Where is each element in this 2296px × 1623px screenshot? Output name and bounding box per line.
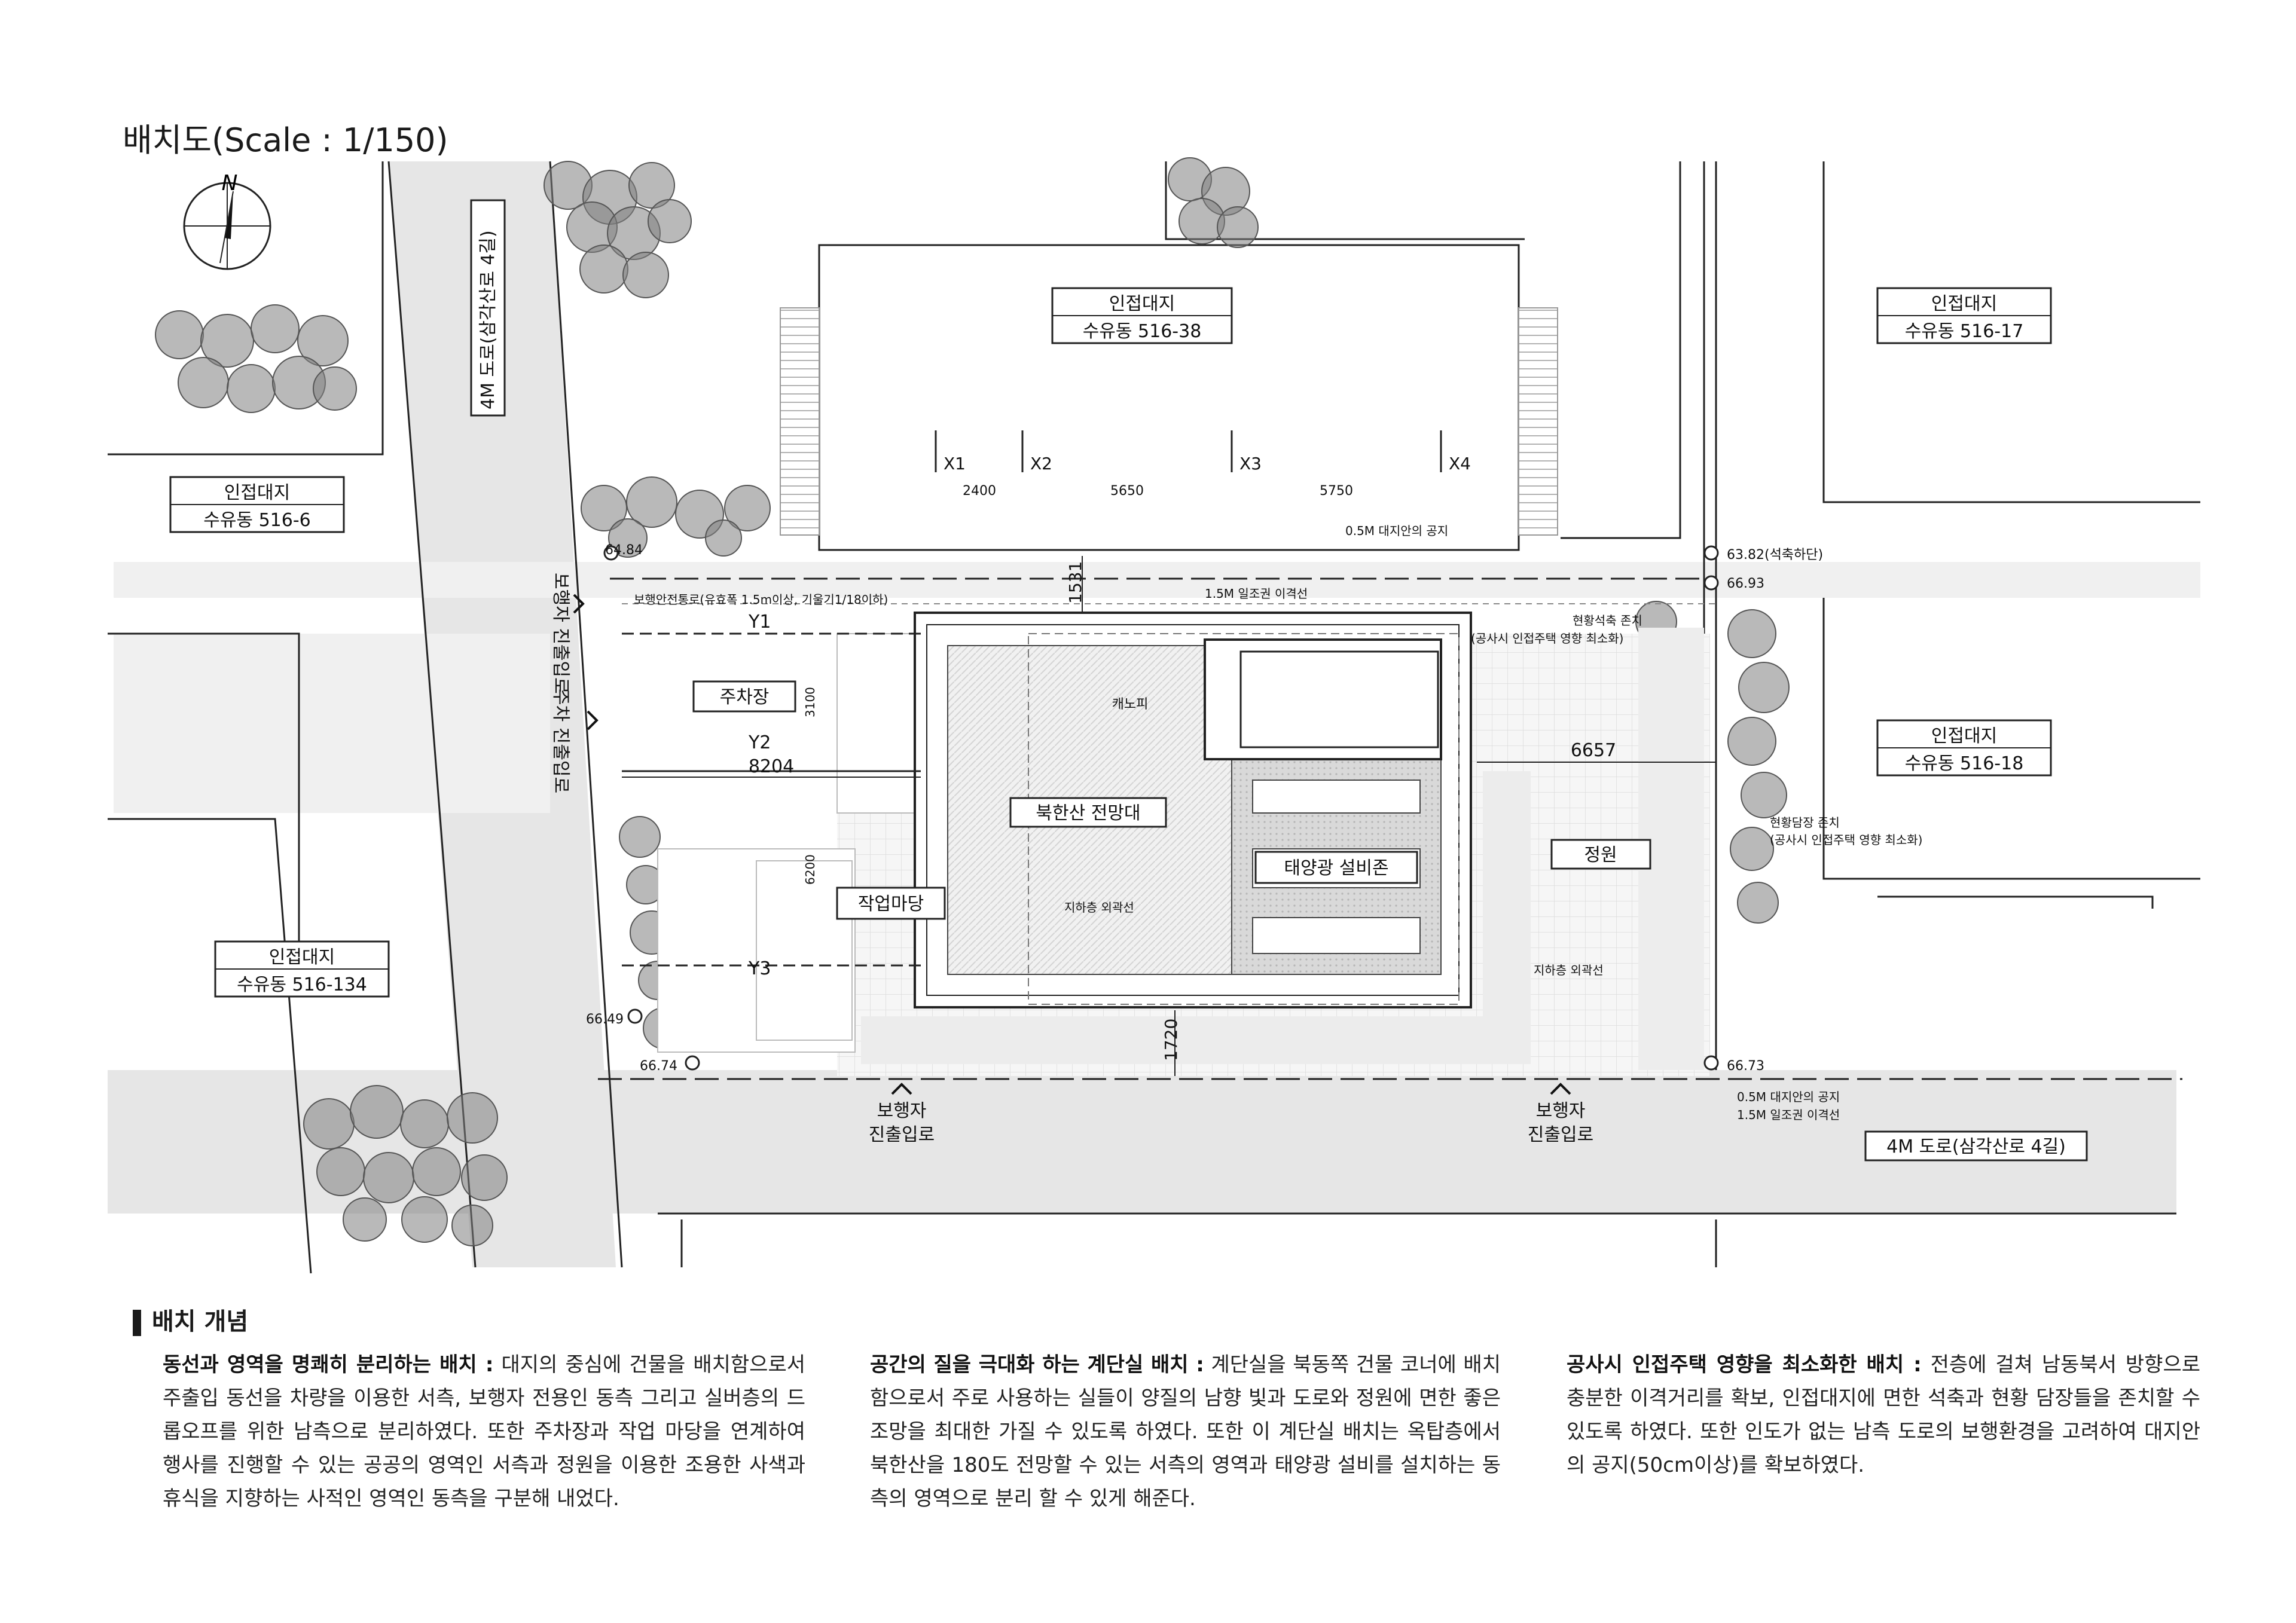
level-ne2: 66.93 (1727, 576, 1764, 591)
level-sw2: 66.74 (640, 1059, 677, 1074)
note-fence-wall-sub: (공사시 인접주택 영향 최소화) (1770, 833, 1922, 847)
axis-x1: X1 (944, 454, 966, 473)
concept-column-2: 공간의 질을 극대화 하는 계단실 배치 : 계단실을 북동쪽 건물 코너에 배… (870, 1348, 1501, 1515)
stairs-west (780, 307, 820, 536)
zone-workyard: 작업마당 (858, 894, 924, 915)
concept-column-1: 동선과 영역을 명쾌히 분리하는 배치 : 대지의 중심에 건물을 배치함으로서… (163, 1348, 805, 1515)
level-ne: 63.82(석축하단) (1727, 548, 1823, 563)
site-plan-drawing: N 인접대지 수유동 516-38 인접대지 수유동 516-17 인접대지 수… (108, 157, 2200, 1274)
zone-garden: 정원 (1584, 845, 1617, 866)
axis-y2: Y2 (748, 732, 771, 753)
dim-6657: 6657 (1571, 740, 1616, 761)
concept-3-title: 공사시 인접주택 영향을 최소화한 배치 : (1567, 1353, 1922, 1377)
dimension-lines (622, 556, 1716, 1076)
north-label: N (222, 171, 238, 195)
concept-2-title: 공간의 질을 극대화 하는 계단실 배치 : (870, 1353, 1204, 1377)
level-markers (603, 545, 1719, 1071)
concept-1-title: 동선과 영역을 명쾌히 분리하는 배치 : (163, 1353, 494, 1377)
roads (108, 161, 2200, 1268)
sheet-title: 배치도(Scale : 1/150) (123, 121, 448, 159)
solar-panel-1 (1252, 780, 1421, 814)
entry-arrows (573, 594, 1571, 1095)
axis-y1: Y1 (748, 612, 771, 632)
dim-8204: 8204 (749, 756, 794, 777)
neighbor-4-label: 인접대지 (1931, 726, 1997, 747)
entry-car-west: 주차 진출입로 (550, 689, 571, 793)
neighbor-4-addr: 수유동 516-18 (1905, 753, 2024, 774)
solar-panel-3 (1252, 917, 1421, 954)
level-nw: 64.84 (605, 543, 643, 558)
note-stone-wall: 현황석축 존치 (1573, 613, 1642, 628)
note-setback-bottom: 0.5M 대지안의 공지 (1737, 1090, 1840, 1104)
note-basement-2: 지하층 외곽선 (1534, 963, 1604, 977)
neighbor-2-addr: 수유동 516-17 (1905, 321, 2024, 342)
note-fence-wall: 현황담장 존치 (1770, 815, 1840, 830)
neighbor-5-label: 인접대지 (269, 947, 335, 968)
zone-parking: 주차장 (720, 687, 770, 708)
concept-1-body: 대지의 중심에 건물을 배치함으로서 주출입 동선을 차량을 이용한 서측, 보… (163, 1353, 806, 1511)
neighbor-1-addr: 수유동 516-38 (1083, 321, 1202, 342)
dim-x34: 5750 (1320, 484, 1353, 499)
entry-ped-south1: 보행자 (877, 1101, 927, 1121)
entry-ped-south2: 보행자 (1536, 1101, 1586, 1121)
neighbor-2-label: 인접대지 (1931, 294, 1997, 314)
axis-x3: X3 (1239, 454, 1262, 473)
neighbor-3-addr: 수유동 516-6 (203, 510, 311, 531)
dim-3100: 3100 (803, 687, 817, 717)
dim-6200: 6200 (803, 854, 817, 885)
building (914, 612, 1472, 1008)
axis-y3: Y3 (748, 958, 771, 979)
note-sunlight-bottom: 1.5M 일조권 이격선 (1737, 1108, 1840, 1122)
road-west-label: 4M 도로(삼각산로 4길) (478, 230, 499, 409)
neighbor-1-label: 인접대지 (1109, 294, 1175, 314)
note-setback-top: 0.5M 대지안의 공지 (1345, 524, 1448, 538)
concept-2-body: 계단실을 북동쪽 건물 코너에 배치함으로서 주로 사용하는 실들이 양질의 남… (870, 1353, 1501, 1511)
dim-1720: 1720 (1161, 1019, 1181, 1061)
axis-marks (622, 430, 1442, 967)
concept-heading: 배치 개념 (133, 1302, 248, 1337)
entry-ped-south2b: 진출입로 (1528, 1124, 1593, 1145)
note-walkway: 보행안전통로(유효폭 1.5m이상, 기울기1/18이하) (634, 592, 888, 607)
zone-observatory: 북한산 전망대 (1036, 803, 1140, 824)
note-sunlight: 1.5M 일조권 이격선 (1205, 586, 1308, 601)
north-arrow: N (183, 171, 271, 270)
dim-x12: 2400 (963, 484, 996, 499)
concept-3-body: 전층에 걸쳐 남동북서 방향으로 충분한 이격거리를 확보, 인접대지에 면한 … (1567, 1353, 2201, 1477)
zone-canopy: 캐노피 (1112, 697, 1149, 712)
entry-ped-south1b: 진출입로 (869, 1124, 935, 1145)
stairs-east (1518, 307, 1558, 536)
note-stone-wall-sub: (공사시 인접주택 영향 최소화) (1471, 631, 1623, 646)
dim-x23: 5650 (1110, 484, 1144, 499)
concept-column-3: 공사시 인접주택 영향을 최소화한 배치 : 전층에 걸쳐 남동북서 방향으로 … (1567, 1348, 2200, 1482)
zone-solar: 태양광 설비존 (1284, 858, 1388, 879)
axis-x4: X4 (1449, 454, 1471, 473)
entry-ped-west: 보행자 진출입로 (550, 573, 571, 694)
note-basement-1: 지하층 외곽선 (1064, 900, 1134, 915)
road-south-label: 4M 도로(삼각산로 4길) (1886, 1136, 2066, 1157)
level-se: 66.73 (1727, 1059, 1764, 1074)
level-sw1: 66.49 (586, 1012, 624, 1027)
neighbor-3-label: 인접대지 (224, 482, 290, 503)
neighbor-5-addr: 수유동 516-134 (237, 974, 367, 995)
axis-x2: X2 (1030, 454, 1052, 473)
